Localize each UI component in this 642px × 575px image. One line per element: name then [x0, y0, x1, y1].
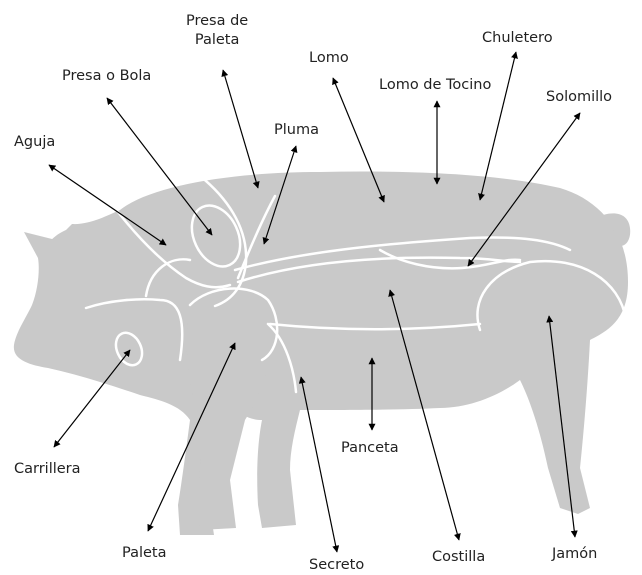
label-solomillo: Solomillo	[546, 88, 612, 107]
label-presa-de-paleta: Presa de Paleta	[186, 12, 248, 50]
label-chuletero: Chuletero	[482, 29, 553, 48]
label-carrillera: Carrillera	[14, 460, 81, 479]
pig-body	[14, 172, 628, 535]
label-aguja: Aguja	[14, 133, 55, 152]
label-lomo: Lomo	[309, 49, 349, 68]
label-paleta: Paleta	[122, 544, 167, 563]
label-presa-o-bola: Presa o Bola	[62, 67, 151, 86]
label-pluma: Pluma	[274, 121, 319, 140]
label-costilla: Costilla	[432, 548, 485, 567]
label-jamon: Jamón	[552, 545, 597, 564]
arrow-chuletero	[480, 52, 516, 200]
label-secreto: Secreto	[309, 556, 364, 575]
label-panceta: Panceta	[341, 439, 399, 458]
label-lomo-de-tocino: Lomo de Tocino	[379, 76, 491, 95]
arrow-presa-de-paleta	[223, 70, 258, 188]
